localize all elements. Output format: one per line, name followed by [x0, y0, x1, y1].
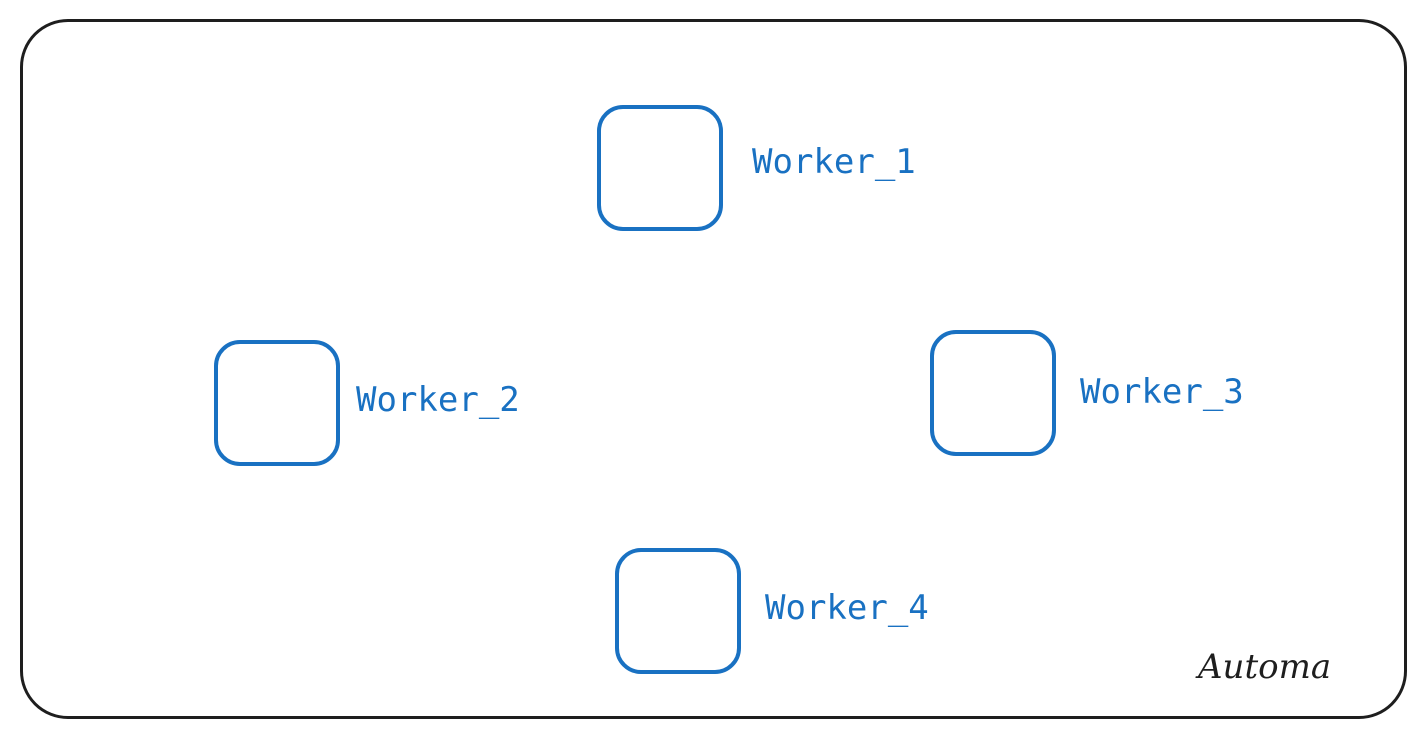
- diagram-frame: [20, 19, 1407, 719]
- worker-4-box: [615, 548, 741, 674]
- automa-watermark: Automa: [1198, 647, 1332, 687]
- worker-1-label: Worker_1: [752, 142, 916, 182]
- worker-3-box: [930, 330, 1056, 456]
- worker-2-box: [214, 340, 340, 466]
- worker-4-label: Worker_4: [765, 588, 929, 628]
- worker-3-label: Worker_3: [1080, 372, 1244, 412]
- worker-2-label: Worker_2: [356, 380, 520, 420]
- worker-1-box: [597, 105, 723, 231]
